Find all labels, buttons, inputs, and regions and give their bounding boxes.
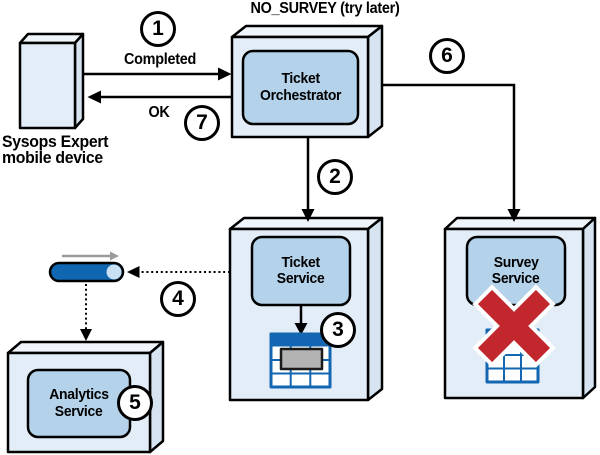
- queue-end-cap: [106, 264, 122, 280]
- orchestrator-title: Ticket Orchestrator: [243, 51, 358, 124]
- orchestrator-shape: [230, 24, 384, 139]
- step-1-badge: 1: [140, 11, 176, 47]
- mobile-caption-line2: mobile device: [2, 148, 103, 167]
- orchestrator-top-face: [230, 24, 384, 39]
- ticket-service-title: Ticket Service: [252, 237, 350, 305]
- analytics-title-line1: Analytics: [49, 386, 109, 403]
- mobile-device-caption: Sysops Expert mobile device: [2, 132, 132, 167]
- arrow-orchestrator-to-survey: [382, 83, 521, 222]
- red-x-failure-icon: [472, 284, 556, 368]
- survey-side-face: [581, 216, 597, 400]
- ticket-top-face: [228, 216, 384, 231]
- step-3-badge: 3: [320, 312, 356, 348]
- arrow-ticket-to-queue: [127, 266, 230, 278]
- ok-edge-label: OK: [148, 104, 170, 121]
- survey-service-title: Survey Service: [467, 237, 565, 305]
- analytics-service-title: Analytics Service: [28, 370, 130, 437]
- flow-arrows: [83, 67, 521, 222]
- mobile-caption-line1: Sysops Expert: [2, 132, 109, 151]
- async-arrows: [80, 266, 230, 341]
- step-7-badge: 7: [184, 105, 220, 141]
- gray-flow-arrow: [62, 251, 119, 261]
- arrow-completed: [83, 67, 232, 81]
- no-survey-annotation: NO_SURVEY (try later): [250, 0, 400, 17]
- mobile-device-shape: [18, 32, 85, 130]
- step-6-badge: 6: [429, 38, 465, 74]
- ticket-db-arrowhead: [294, 323, 308, 335]
- arrow-queue-to-analytics: [80, 284, 92, 341]
- orchestrator-title-line2: Orchestrator: [259, 86, 342, 104]
- completed-edge-label: Completed: [124, 51, 196, 68]
- record-highlight: [279, 347, 324, 371]
- arrow-orchestrator-to-ticket: [301, 137, 315, 222]
- analytics-title-line2: Service: [55, 402, 103, 420]
- analytics-top-face: [6, 340, 165, 355]
- orchestrator-side-face: [366, 24, 384, 139]
- mobile-front-face: [18, 41, 77, 130]
- step-4-badge: 4: [160, 281, 196, 317]
- message-queue-cylinder: [48, 251, 125, 283]
- ticket-side-face: [366, 216, 384, 402]
- ticket-title-line2: Service: [277, 270, 325, 287]
- ticket-title-line1: Ticket: [281, 253, 321, 271]
- orchestrator-panel: [241, 49, 360, 126]
- orchestrator-title-line1: Ticket: [281, 70, 320, 87]
- mobile-top-face: [18, 32, 85, 45]
- survey-title-line2: Service: [492, 270, 540, 287]
- database-table-icon: [269, 332, 332, 389]
- step-5-badge: 5: [117, 385, 153, 421]
- queue-outline: [48, 261, 125, 283]
- queue-body: [50, 263, 123, 281]
- survey-service-shape: [443, 216, 597, 400]
- survey-title-line1: Survey: [493, 253, 539, 271]
- arrow-ok: [87, 90, 231, 104]
- survey-top-face: [443, 216, 597, 231]
- step-2-badge: 2: [317, 159, 353, 195]
